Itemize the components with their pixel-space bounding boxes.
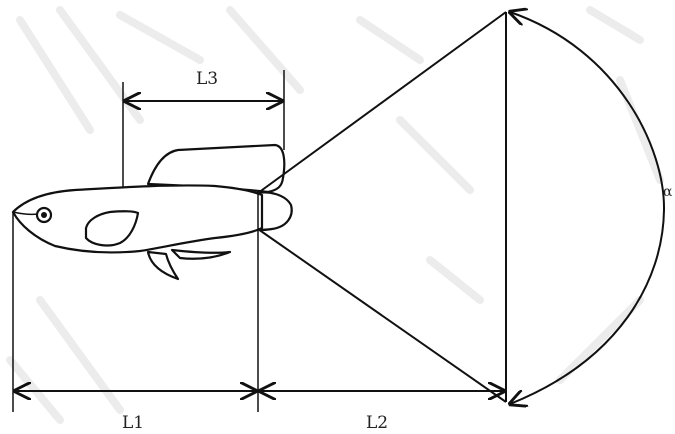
caudal-fan-triangle	[257, 11, 507, 403]
alpha-angle-arc	[510, 12, 666, 404]
fan-upper-edge	[257, 11, 507, 194]
fish-pupil	[41, 212, 47, 218]
fish-illustration	[11, 143, 293, 281]
label-l1: L1	[122, 413, 144, 433]
fan-lower-edge	[257, 228, 507, 403]
label-l3: L3	[196, 69, 218, 89]
gill-cover	[84, 210, 140, 247]
label-alpha: α	[663, 184, 673, 200]
anal-fin	[170, 248, 232, 260]
caudal-fin	[256, 191, 293, 231]
label-l2: L2	[366, 413, 388, 433]
pelvic-fin	[146, 250, 180, 281]
watermark-pattern	[6, 6, 664, 424]
